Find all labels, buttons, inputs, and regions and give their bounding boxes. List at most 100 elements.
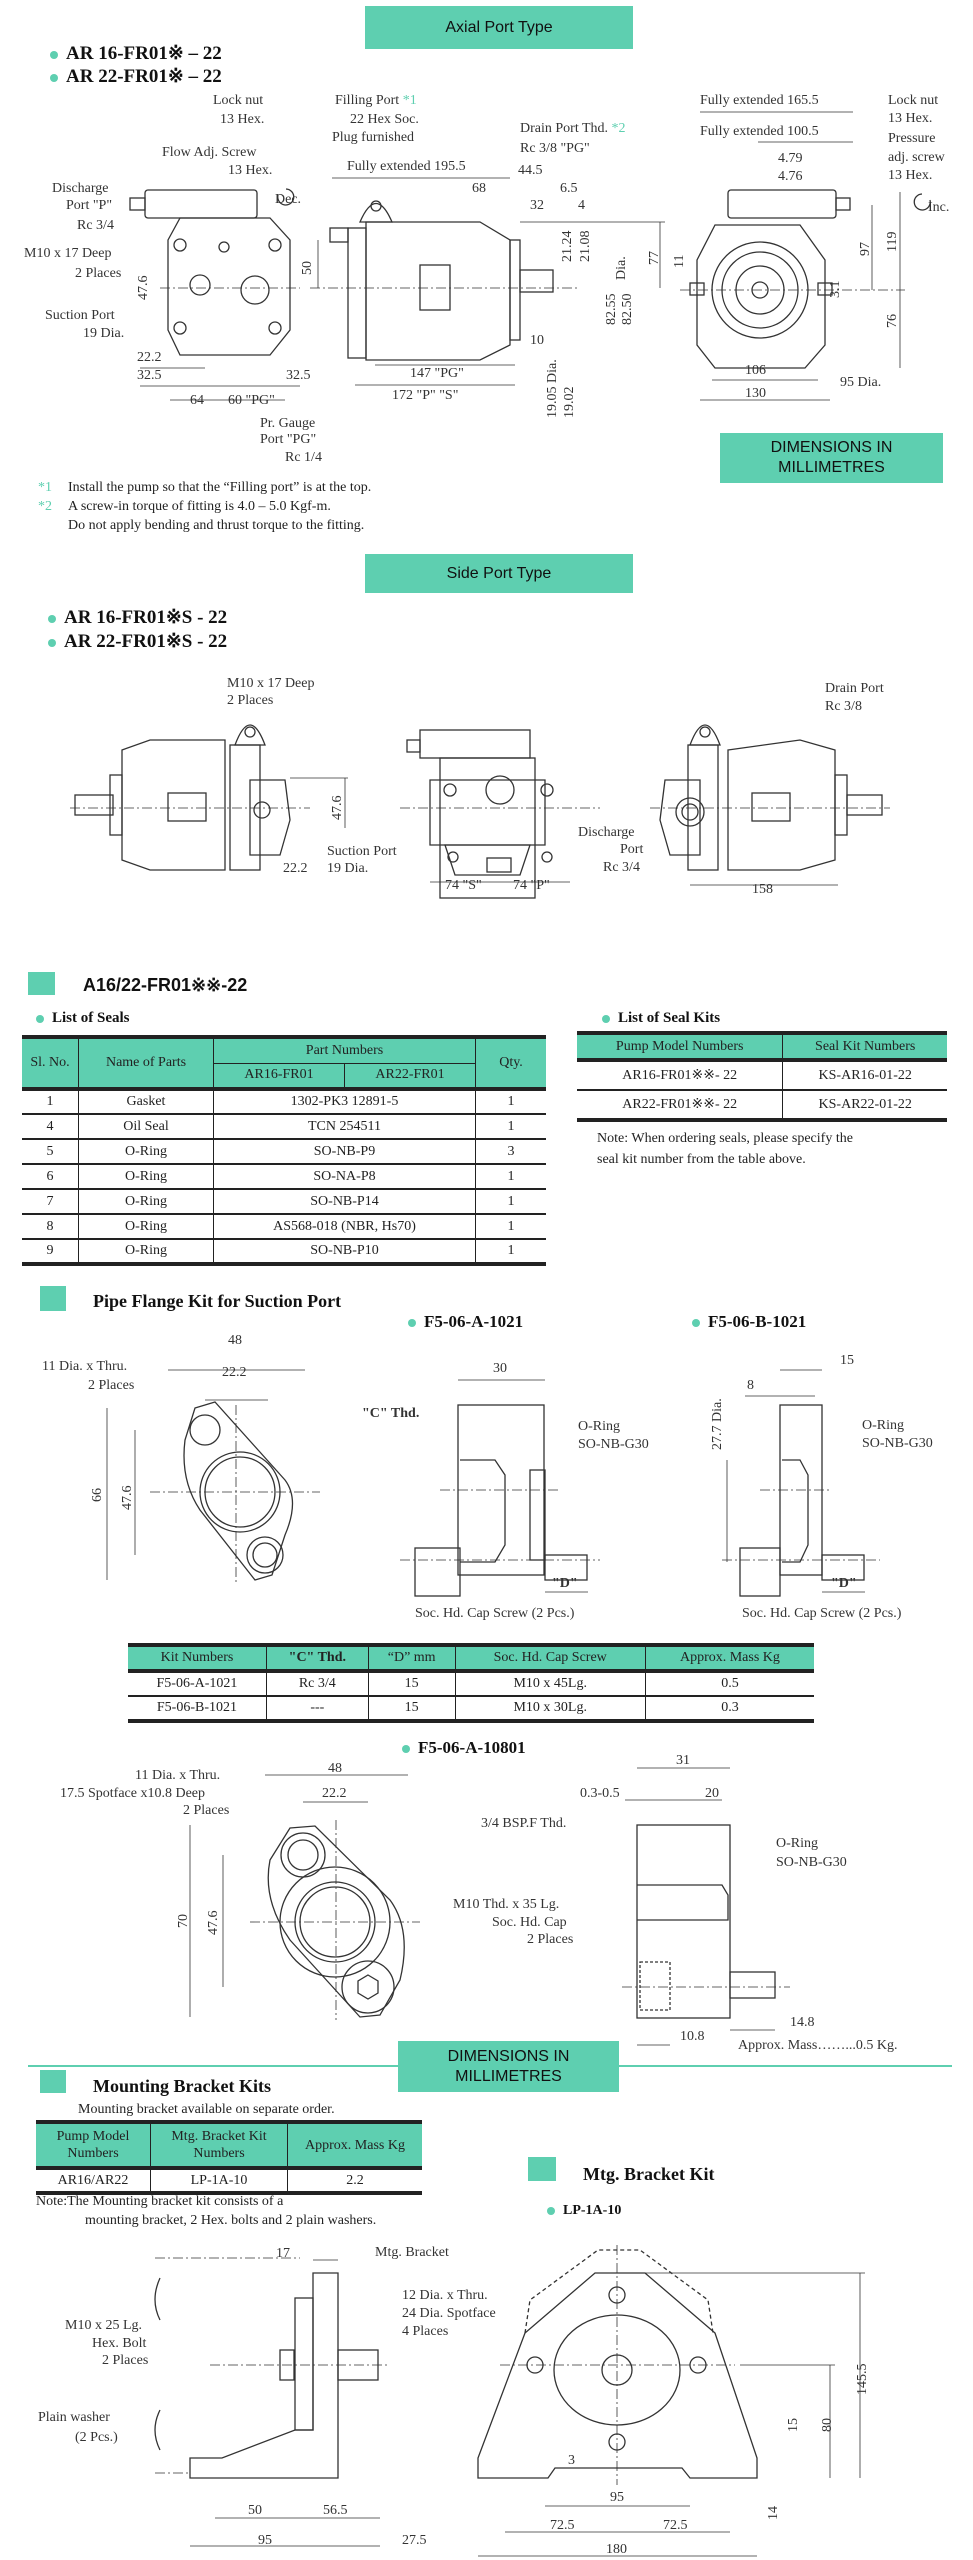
list-of-seals-title: List of Seals — [36, 1010, 130, 1027]
cell-part: SO-NB-P9 — [213, 1139, 476, 1165]
header-name: Name of Parts — [78, 1035, 214, 1089]
dim-21-08: 21.08 — [578, 230, 593, 263]
dim-68: 68 — [472, 181, 486, 196]
bullet-icon — [692, 1319, 700, 1328]
bullet-icon — [402, 1745, 410, 1754]
bracket-dim-95: 95 — [610, 2490, 624, 2505]
flange-label-hole: 11 Dia. x Thru. — [42, 1359, 128, 1374]
flange-label-c-thd: "C" Thd. — [362, 1406, 420, 1421]
flange-label-screw-b: Soc. Hd. Cap Screw (2 Pcs.) — [742, 1606, 902, 1621]
cell-part: AS568-018 (NBR, Hs70) — [213, 1214, 476, 1240]
flange-c-drawings — [189, 1767, 790, 2046]
flange-label-oring-a: O-Ring — [578, 1419, 620, 1434]
cell-model: AR22-FR01※※- 22 — [577, 1090, 784, 1122]
dim-11: 11 — [672, 254, 687, 268]
title-text: F5-06-A-10801 — [418, 1738, 526, 1757]
flange-label-oring-b-no: SO-NB-G30 — [862, 1436, 933, 1451]
header-mass: Approx. Mass Kg — [644, 1643, 814, 1671]
dim-32-5-right: 32.5 — [286, 368, 311, 383]
section-marker — [40, 1286, 66, 1311]
side-label-discharge: Discharge — [578, 825, 635, 840]
header-qty: Qty. — [475, 1035, 546, 1089]
dim-32: 32 — [530, 198, 544, 213]
dim-76: 76 — [885, 314, 900, 328]
flange-dim-d-b: "D" — [831, 1576, 857, 1591]
flange-kit-table: Kit Numbers "C" Thd. “D” mm Soc. Hd. Cap… — [128, 1643, 814, 1723]
dim-119: 119 — [885, 231, 900, 252]
flange-c-dim-0-3: 0.3-0.5 — [580, 1786, 620, 1801]
bracket-dim-80: 80 — [820, 2418, 835, 2432]
note-text: Do not apply bending and thrust torque t… — [68, 518, 365, 533]
dim-47-6: 47.6 — [136, 275, 151, 301]
list-of-seal-kits-title: List of Seal Kits — [602, 1010, 720, 1027]
flange-label-screw-a: Soc. Hd. Cap Screw (2 Pcs.) — [415, 1606, 575, 1621]
title-text: LP-1A-10 — [563, 2203, 622, 2218]
title-text: F5-06-A-1021 — [424, 1312, 524, 1331]
cell: LP-1A-10 — [150, 2168, 288, 2195]
cell-sl: 7 — [22, 1189, 79, 1215]
dim-19-02: 19.02 — [562, 386, 577, 419]
note-3: Do not apply bending and thrust torque t… — [68, 518, 364, 534]
cell-name: O-Ring — [78, 1139, 214, 1165]
bullet-icon — [602, 1014, 610, 1023]
header-part-numbers: Part Numbers — [213, 1035, 476, 1064]
dim-6-5: 6.5 — [560, 181, 578, 196]
label-adj-hex: 13 Hex. — [888, 168, 933, 183]
cell-sl: 6 — [22, 1164, 79, 1190]
pipe-flange-title: Pipe Flange Kit for Suction Port — [93, 1291, 342, 1311]
flange-c-label-mass: Approx. Mass……...0.5 Kg. — [738, 2038, 898, 2053]
label-suction: Suction Port — [45, 308, 115, 323]
flange-c-label-m10: M10 Thd. x 35 Lg. — [453, 1897, 560, 1912]
side-port-type-banner: Side Port Type — [365, 554, 633, 593]
dim-77: 77 — [647, 251, 662, 265]
section-marker — [28, 972, 55, 995]
label-m10: M10 x 17 Deep — [24, 246, 112, 261]
model-label: AR 22-FR01※ – 22 — [66, 66, 222, 87]
header-d-mm: “D” mm — [367, 1643, 456, 1671]
dimensions-line-1: DIMENSIONS IN — [770, 439, 893, 456]
cell: --- — [265, 1696, 369, 1723]
label-pr-gauge: Pr. Gauge — [260, 416, 316, 431]
bullet-icon — [547, 2206, 555, 2215]
dimensions-line-1: DIMENSIONS IN — [447, 2047, 570, 2065]
axial-port-type-banner: Axial Port Type — [365, 6, 633, 49]
side-dim-22-2: 22.2 — [283, 861, 308, 876]
bracket-label-bolt: M10 x 25 Lg. — [65, 2318, 142, 2333]
flange-dim-66: 66 — [90, 1488, 105, 1502]
dim-10: 10 — [530, 333, 544, 348]
note-text: Install the pump so that the “Filling po… — [68, 480, 372, 495]
section-marker — [528, 2157, 556, 2181]
bracket-drawings — [154, 2245, 865, 2557]
bullet-icon — [36, 1014, 44, 1023]
flange-dim-27-7: 27.7 Dia. — [710, 1398, 725, 1450]
side-port-drawing — [70, 724, 890, 899]
cell-model: AR16-FR01※※- 22 — [577, 1060, 784, 1091]
bracket-dim-14: 14 — [766, 2506, 781, 2520]
label-lock-nut: Lock nut — [213, 93, 264, 108]
dim-44-5: 44.5 — [518, 163, 543, 178]
seals-table: Sl. No. Name of Parts Part Numbers Qty. … — [22, 1035, 546, 1266]
header-pump-model: Pump Model Numbers — [36, 2120, 151, 2168]
header-bracket-kit: Mtg. Bracket Kit Numbers — [150, 2120, 288, 2168]
cell-qty: 1 — [475, 1239, 546, 1266]
label-fully-100: Fully extended 100.5 — [700, 124, 819, 139]
label-discharge: Discharge — [52, 181, 109, 196]
cell-part: SO-NB-P10 — [213, 1239, 476, 1266]
side-label-discharge-port: Port — [620, 842, 644, 857]
header-kit-numbers: Kit Numbers — [128, 1643, 267, 1671]
label-filling-plug: Plug furnished — [332, 130, 415, 145]
bracket-label-spotface: 24 Dia. Spotface — [402, 2306, 496, 2321]
bracket-dim-50: 50 — [248, 2503, 262, 2518]
bracket-dim-95-left: 95 — [258, 2533, 272, 2548]
label-lock-nut-right: Lock nut — [888, 93, 939, 108]
dim-64: 64 — [190, 393, 204, 408]
flange-label-hole-places: 2 Places — [88, 1378, 135, 1393]
